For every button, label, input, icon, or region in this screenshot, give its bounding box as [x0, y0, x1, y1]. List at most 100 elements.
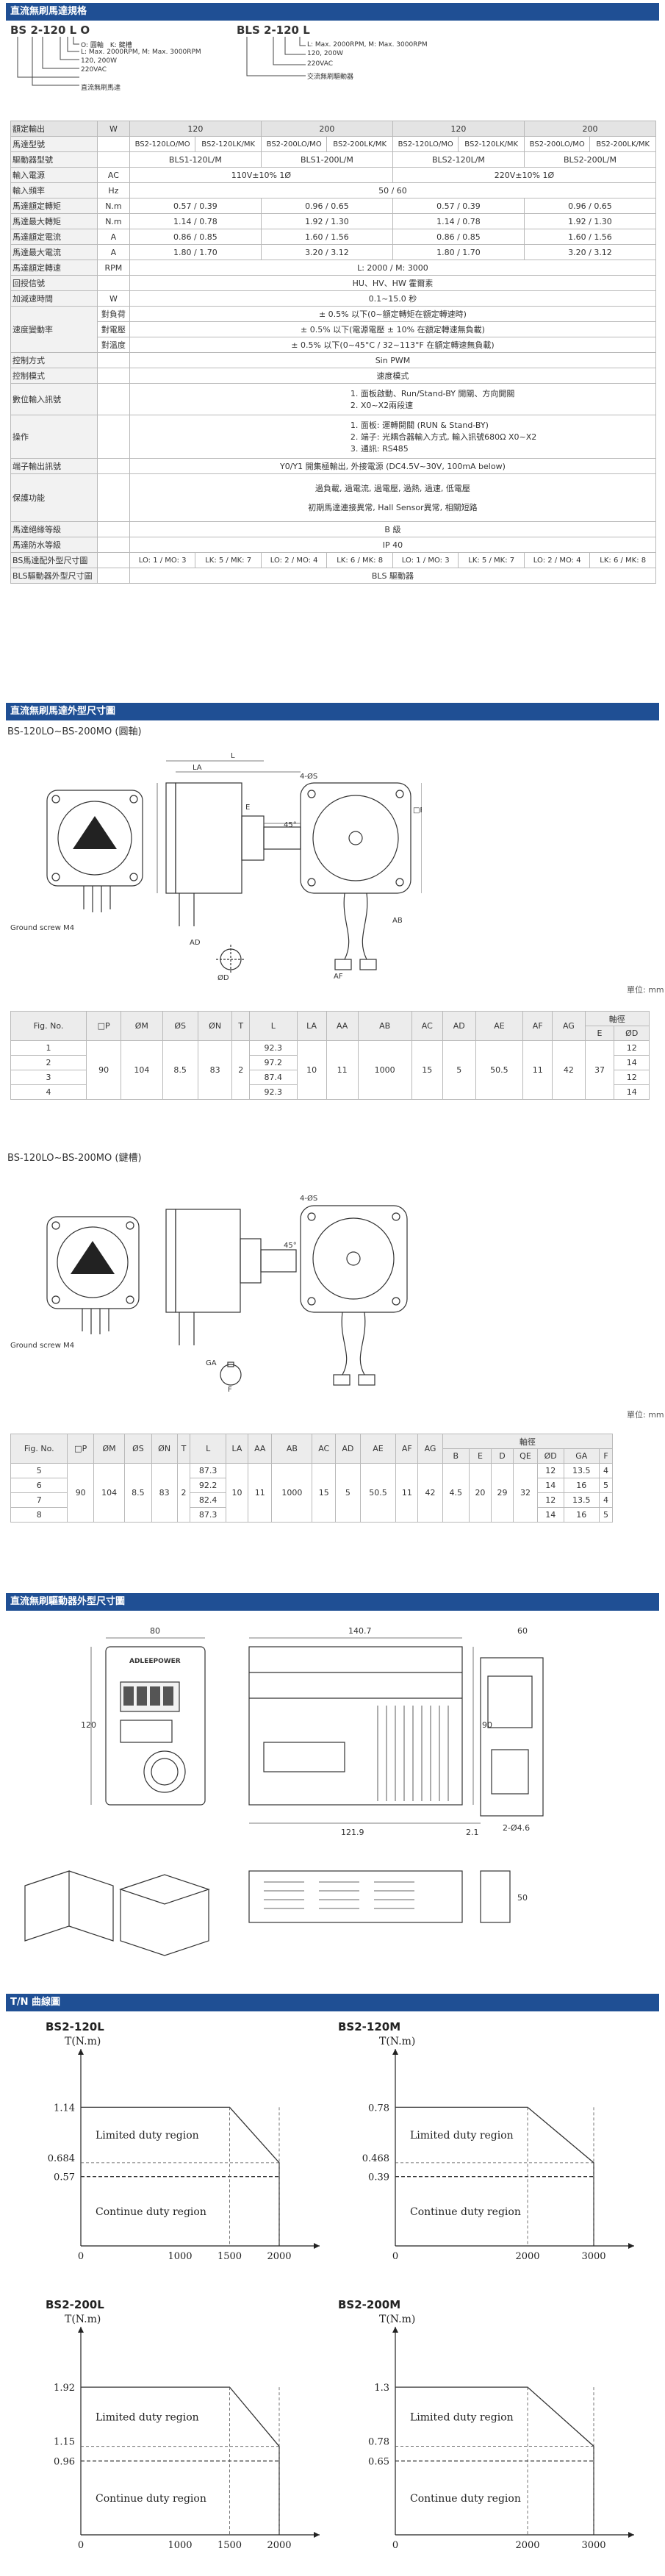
code-right-note-4: 交流無刷驅動器	[307, 74, 354, 81]
spec-cell: 1.14 / 0.78	[392, 213, 525, 229]
dim-width: 80	[150, 1626, 160, 1636]
spec-cell: LK: 6 / MK: 8	[589, 552, 656, 568]
limited-duty-line	[395, 2106, 594, 2246]
spec-header-col: 200	[523, 121, 657, 137]
dim-header: ØM	[93, 1434, 126, 1464]
dim-cell: 1000	[271, 1463, 313, 1523]
spec-row-label: 馬達額定轉速	[10, 260, 98, 276]
dim-cell: 8.5	[124, 1463, 152, 1523]
y-axis-arrow	[392, 2327, 398, 2333]
dim-cell: 83	[151, 1463, 178, 1523]
spec-cell: 1. 面板啟動、Run/Stand-BY 開關、方向開關 2. X0~X2兩段速	[129, 383, 657, 415]
spec-cell: 0.57 / 0.39	[129, 198, 262, 214]
dim-header: AB	[271, 1434, 313, 1464]
spec-cell: ± 0.5% 以下(0~45°C / 32~113°F 在額定轉速無負載)	[129, 337, 657, 353]
spec-cell: ± 0.5% 以下(0~額定轉矩在額定轉速時)	[129, 306, 657, 322]
spec-cell: 50 / 60	[129, 182, 657, 198]
spec-header-label: 額定輸出	[10, 121, 98, 137]
dim-header: AF	[522, 1011, 553, 1041]
driver-model: BLS1-120L/M	[129, 151, 262, 168]
dim-cell: 92.3	[248, 1084, 298, 1100]
spec-cell: 3.20 / 3.12	[523, 244, 657, 260]
code-right-note-2: 120, 200W	[307, 50, 343, 57]
dim-cell: 83	[197, 1040, 233, 1100]
spec-row-label: 操作	[10, 415, 98, 459]
spec-cell: LO: 2 / MO: 4	[260, 552, 328, 568]
motor-model: BS2-200LK/MK	[326, 136, 393, 152]
y-tick-label: 0.57	[54, 2172, 75, 2183]
spec-row-unit: N.m	[96, 198, 130, 214]
dim-cell: 20	[468, 1463, 492, 1523]
dim-cell: 42	[552, 1040, 586, 1100]
drawing-caption: BS-120LO~BS-200MO (圓軸)	[7, 726, 142, 737]
warning-triangle-icon	[73, 816, 117, 849]
dim-header: AA	[326, 1011, 359, 1041]
dim-cell: 1000	[357, 1040, 412, 1100]
spec-sub-label: 對負荷	[96, 306, 130, 322]
fig-no: 5	[10, 1463, 68, 1478]
dim-header: D	[490, 1448, 514, 1464]
dim-header-shaft: 軸徑	[584, 1011, 650, 1026]
spec-row-label: 馬達型號	[10, 136, 98, 152]
spec-row-unit: N.m	[96, 213, 130, 229]
y-axis-arrow	[78, 2327, 84, 2333]
spec-line: 過負載, 過電流, 過電壓, 過熱, 過速, 低電壓	[314, 484, 470, 493]
spec-row-label: 端子輸出訊號	[10, 458, 98, 474]
dim-cell: 14	[536, 1507, 564, 1523]
limited-region-label: Limited duty region	[96, 2130, 199, 2142]
y-axis-arrow	[78, 2049, 84, 2055]
section-driver-dims-title: 直流無刷驅動器外型尺寸圖	[6, 1593, 659, 1611]
dim-ab: AB	[392, 917, 403, 925]
fig-no: 3	[10, 1070, 87, 1085]
section-spec-title: 直流無刷馬達規格	[6, 3, 659, 21]
x-tick-label: 2000	[515, 2540, 539, 2551]
spec-cell: 1.14 / 0.78	[129, 213, 262, 229]
spec-cell: 0.1~15.0 秒	[129, 290, 657, 307]
dim-cell: 13.5	[563, 1492, 600, 1508]
spec-header-unit: W	[96, 121, 130, 137]
dim-cell: 12	[614, 1040, 650, 1056]
code-left-note-2: L: Max. 2000RPM, M: Max. 3000RPM	[81, 49, 201, 56]
x-tick-label: 1500	[218, 2251, 242, 2262]
dim-header: QE	[513, 1448, 538, 1464]
spec-row-unit: RPM	[96, 260, 130, 276]
dim-depth: 121.9	[341, 1828, 364, 1837]
dim-header: E	[584, 1026, 615, 1041]
x-tick-label: 1000	[168, 2540, 192, 2551]
x-axis-arrow	[628, 2532, 634, 2538]
dim-e: E	[245, 804, 250, 812]
continue-region-label: Continue duty region	[96, 2493, 206, 2505]
y-tick-label: 0.684	[48, 2153, 75, 2164]
dim-cell: 50.5	[475, 1040, 524, 1100]
spec-row-unit: A	[96, 244, 130, 260]
dim-header: □P	[67, 1434, 94, 1464]
dim-cell: 4	[599, 1492, 613, 1508]
display-digit	[137, 1686, 147, 1706]
dim-cell: 97.2	[248, 1055, 298, 1070]
fig-no: 7	[10, 1492, 68, 1508]
dim-header: Fig. No.	[10, 1434, 68, 1464]
tn-chart-bs2-200l: 1.921.150.960100015002000T(N.m)rpmLimite…	[54, 2314, 320, 2551]
dim-cell: 50.5	[359, 1463, 397, 1523]
fig-no: 1	[10, 1040, 87, 1056]
spec-cell: 1.60 / 1.56	[523, 229, 657, 245]
motor-model: BS2-200LK/MK	[589, 136, 656, 152]
x-tick-label: 1000	[168, 2251, 192, 2262]
dim-cell: 87.3	[190, 1463, 226, 1478]
spec-row-label: 回授信號	[10, 275, 98, 291]
y-tick-label: 0.96	[54, 2457, 75, 2468]
dim-height: 120	[81, 1720, 96, 1730]
dim-cell: 15	[411, 1040, 443, 1100]
dim-header: L	[190, 1434, 226, 1464]
code-left-note-3: 120, 200W	[81, 57, 117, 65]
model-code-right: BLS 2-120 L	[237, 24, 310, 37]
dim-header: L	[248, 1011, 298, 1041]
fig-no: 6	[10, 1478, 68, 1493]
spec-cell: 1.92 / 1.30	[523, 213, 657, 229]
spec-row-label: 控制方式	[10, 352, 98, 368]
model-code-left-leaders	[17, 37, 79, 86]
dim-cell: 8.5	[162, 1040, 198, 1100]
spec-row-label: 保護功能	[10, 473, 98, 522]
spec-row-label: 控制模式	[10, 368, 98, 384]
dim-cell: 12	[536, 1463, 564, 1478]
